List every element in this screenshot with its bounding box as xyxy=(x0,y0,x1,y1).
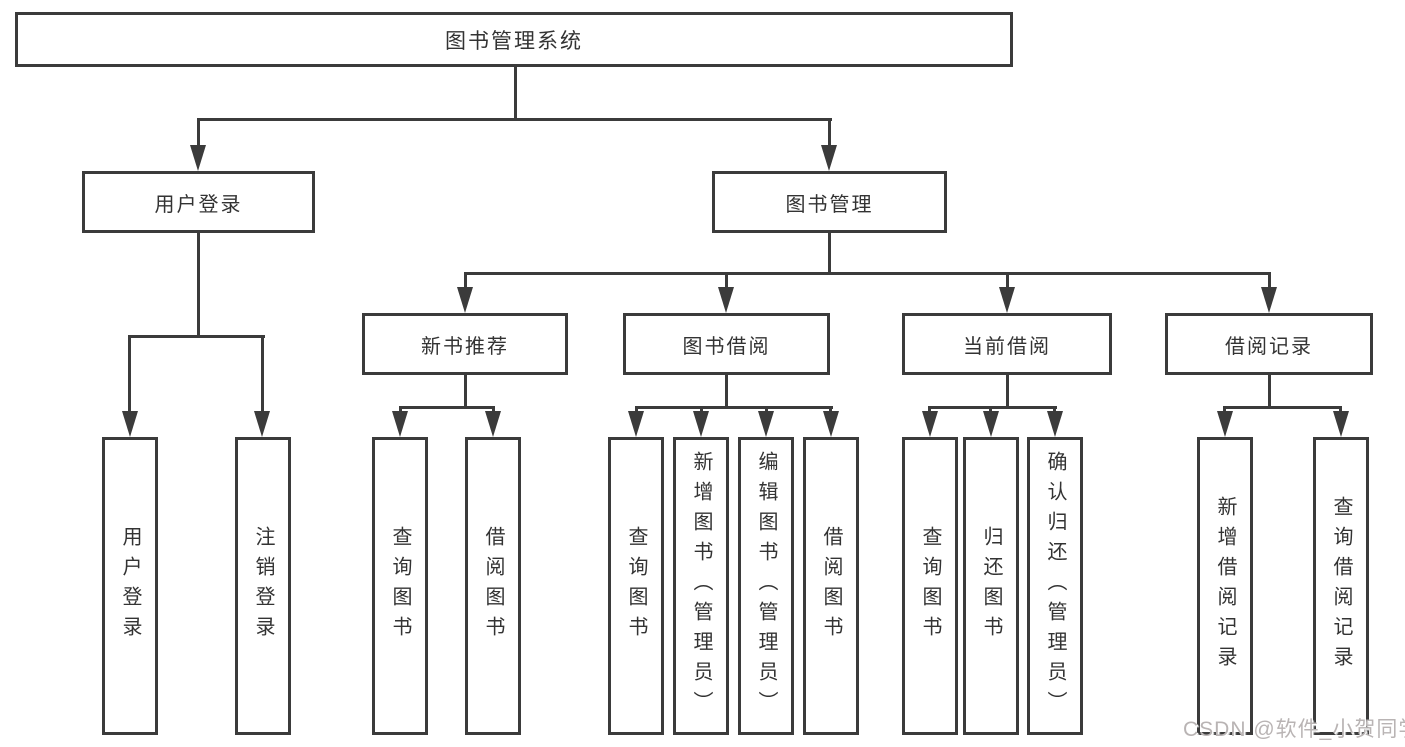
arrowhead-icon xyxy=(718,287,734,313)
leaf-cb-return-books: 归还图书 xyxy=(963,437,1019,735)
leaf-bb-query-books: 查询图书 xyxy=(608,437,664,735)
line xyxy=(725,375,728,409)
line xyxy=(464,272,1270,275)
arrowhead-icon xyxy=(122,411,138,437)
leaf-nb-query-books-label: 查询图书 xyxy=(389,526,411,646)
arrowhead-icon xyxy=(628,411,644,437)
line xyxy=(1339,406,1342,414)
leaf-user-login-label: 用户登录 xyxy=(119,526,141,646)
node-new-book-recommend: 新书推荐 xyxy=(362,313,568,375)
node-root: 图书管理系统 xyxy=(15,12,1013,67)
arrowhead-icon xyxy=(485,411,501,437)
line xyxy=(492,406,495,414)
leaf-bb-add-books-admin: 新增图书（管理员） xyxy=(673,437,729,735)
line xyxy=(1268,272,1271,290)
line xyxy=(828,233,831,275)
node-book-borrow-label: 图书借阅 xyxy=(682,335,771,358)
leaf-bb-borrow-books: 借阅图书 xyxy=(803,437,859,735)
leaf-bb-edit-books-admin: 编辑图书（管理员） xyxy=(738,437,794,735)
line xyxy=(725,272,728,290)
node-new-book-recommend-label: 新书推荐 xyxy=(421,335,509,358)
line xyxy=(989,406,992,414)
line xyxy=(1006,272,1009,290)
arrowhead-icon xyxy=(1261,287,1277,313)
leaf-nb-borrow-books: 借阅图书 xyxy=(465,437,521,735)
node-book-management: 图书管理 xyxy=(712,171,947,233)
line xyxy=(929,406,1057,409)
leaf-bb-add-books-admin-label: 新增图书（管理员） xyxy=(690,451,712,721)
leaf-cb-confirm-return-admin: 确认归还（管理员） xyxy=(1027,437,1083,735)
line xyxy=(828,118,831,148)
leaf-bb-borrow-books-label: 借阅图书 xyxy=(820,526,842,646)
leaf-cb-return-books-label: 归还图书 xyxy=(980,526,1002,646)
node-current-borrow: 当前借阅 xyxy=(902,313,1112,375)
node-borrow-records: 借阅记录 xyxy=(1165,313,1373,375)
line xyxy=(1006,375,1009,409)
line xyxy=(399,406,402,414)
line xyxy=(464,375,467,409)
leaf-bb-edit-books-admin-label: 编辑图书（管理员） xyxy=(755,451,777,721)
leaf-cb-confirm-return-admin-label: 确认归还（管理员） xyxy=(1044,451,1066,721)
line xyxy=(765,406,768,414)
leaf-cb-query-books: 查询图书 xyxy=(902,437,958,735)
leaf-cb-query-books-label: 查询图书 xyxy=(919,526,941,646)
leaf-br-add-record: 新增借阅记录 xyxy=(1197,437,1253,735)
leaf-bb-query-books-label: 查询图书 xyxy=(625,526,647,646)
node-user-login: 用户登录 xyxy=(82,171,315,233)
line xyxy=(261,335,264,415)
arrowhead-icon xyxy=(823,411,839,437)
node-book-management-label: 图书管理 xyxy=(785,193,874,216)
line xyxy=(197,233,200,337)
arrowhead-icon xyxy=(821,145,837,171)
line xyxy=(128,335,265,338)
arrowhead-icon xyxy=(1217,411,1233,437)
node-borrow-records-label: 借阅记录 xyxy=(1225,335,1313,358)
line xyxy=(197,118,832,121)
leaf-user-login: 用户登录 xyxy=(102,437,158,735)
leaf-nb-query-books: 查询图书 xyxy=(372,437,428,735)
line xyxy=(399,406,495,409)
line xyxy=(1224,406,1342,409)
node-user-login-label: 用户登录 xyxy=(154,193,243,216)
line xyxy=(1223,406,1226,414)
arrowhead-icon xyxy=(983,411,999,437)
line xyxy=(1268,375,1271,409)
line xyxy=(128,335,131,415)
leaf-br-query-record: 查询借阅记录 xyxy=(1313,437,1369,735)
node-book-borrow: 图书借阅 xyxy=(623,313,830,375)
node-current-borrow-label: 当前借阅 xyxy=(963,335,1051,358)
line xyxy=(197,118,200,148)
node-root-label: 图书管理系统 xyxy=(445,29,583,53)
line xyxy=(514,66,517,120)
leaf-br-add-record-label: 新增借阅记录 xyxy=(1214,496,1236,676)
arrowhead-icon xyxy=(1047,411,1063,437)
arrowhead-icon xyxy=(254,411,270,437)
leaf-logout-label: 注销登录 xyxy=(252,526,274,646)
arrowhead-icon xyxy=(693,411,709,437)
leaf-logout: 注销登录 xyxy=(235,437,291,735)
line xyxy=(635,406,638,414)
arrowhead-icon xyxy=(922,411,938,437)
arrowhead-icon xyxy=(457,287,473,313)
arrowhead-icon xyxy=(190,145,206,171)
line xyxy=(829,406,832,414)
line xyxy=(928,406,931,414)
leaf-nb-borrow-books-label: 借阅图书 xyxy=(482,526,504,646)
line xyxy=(635,406,833,409)
arrowhead-icon xyxy=(999,287,1015,313)
arrowhead-icon xyxy=(758,411,774,437)
arrowhead-icon xyxy=(392,411,408,437)
line xyxy=(1053,406,1056,414)
leaf-br-query-record-label: 查询借阅记录 xyxy=(1330,496,1352,676)
line xyxy=(700,406,703,414)
line xyxy=(464,272,467,290)
csdn-watermark: CSDN @软件_小贺同学 xyxy=(1183,718,1405,741)
arrowhead-icon xyxy=(1333,411,1349,437)
